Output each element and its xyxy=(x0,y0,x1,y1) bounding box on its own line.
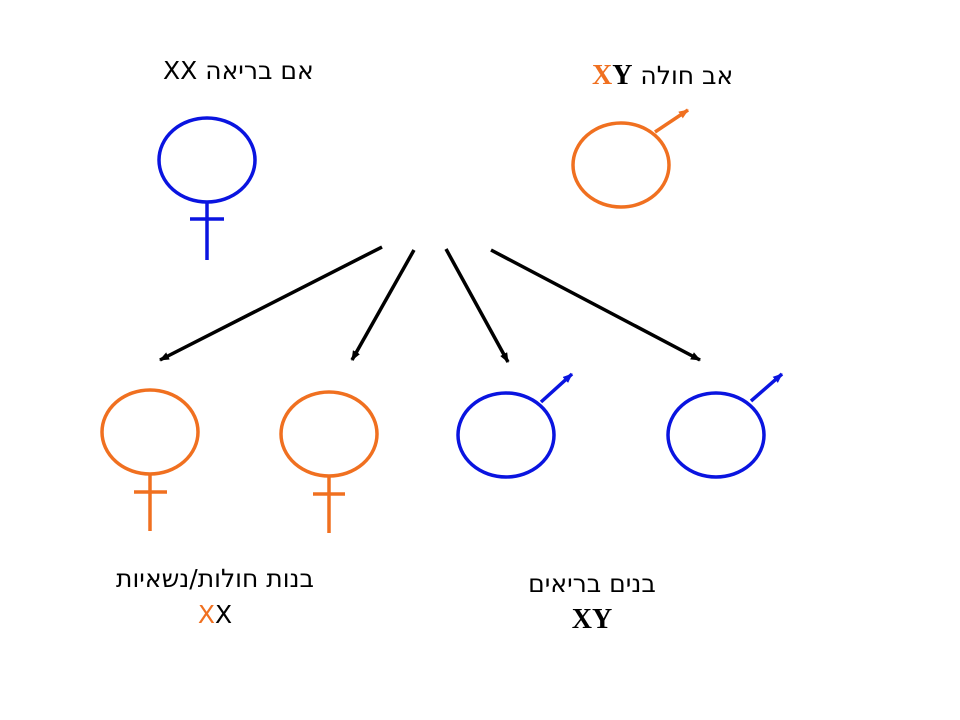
mother-genotype: XX xyxy=(163,56,197,85)
chromosome: X xyxy=(571,604,592,635)
arrow-to-son-2 xyxy=(490,248,701,362)
sons-genotype: XY xyxy=(492,606,692,634)
inheritance-arrows xyxy=(159,245,701,363)
affected-chromosome: X xyxy=(592,60,613,91)
father-label: XY אב חולה xyxy=(592,62,733,90)
father-male-symbol-icon xyxy=(571,108,689,209)
father-label-text: אב חולה xyxy=(640,61,734,90)
chromosome: X xyxy=(180,56,198,85)
chromosome: X xyxy=(215,600,233,629)
arrow-to-son-1 xyxy=(444,248,510,363)
affected-chromosome: X xyxy=(197,600,215,629)
daughters-genotype: XX xyxy=(90,602,340,627)
father-genotype: XY xyxy=(592,60,632,91)
daughters-label: בנות חולות/נשאיות xyxy=(116,564,314,593)
daughter-1-female-symbol-icon xyxy=(100,388,200,531)
mother-label-text: אם בריאה xyxy=(205,56,314,85)
daughter-2-female-symbol-icon xyxy=(279,390,379,533)
arrow-to-daughter-2 xyxy=(350,249,416,361)
sons-label: בנים בריאים xyxy=(528,569,656,598)
chromosome: X xyxy=(163,56,181,85)
son-1-male-symbol-icon xyxy=(456,372,574,479)
son-2-male-symbol-icon xyxy=(666,372,784,479)
mother-label: XX אם בריאה xyxy=(163,58,314,83)
chromosome: Y xyxy=(592,604,613,635)
mother-female-symbol-icon xyxy=(157,116,257,260)
chromosome: Y xyxy=(612,60,633,91)
arrow-to-daughter-1 xyxy=(159,245,383,362)
